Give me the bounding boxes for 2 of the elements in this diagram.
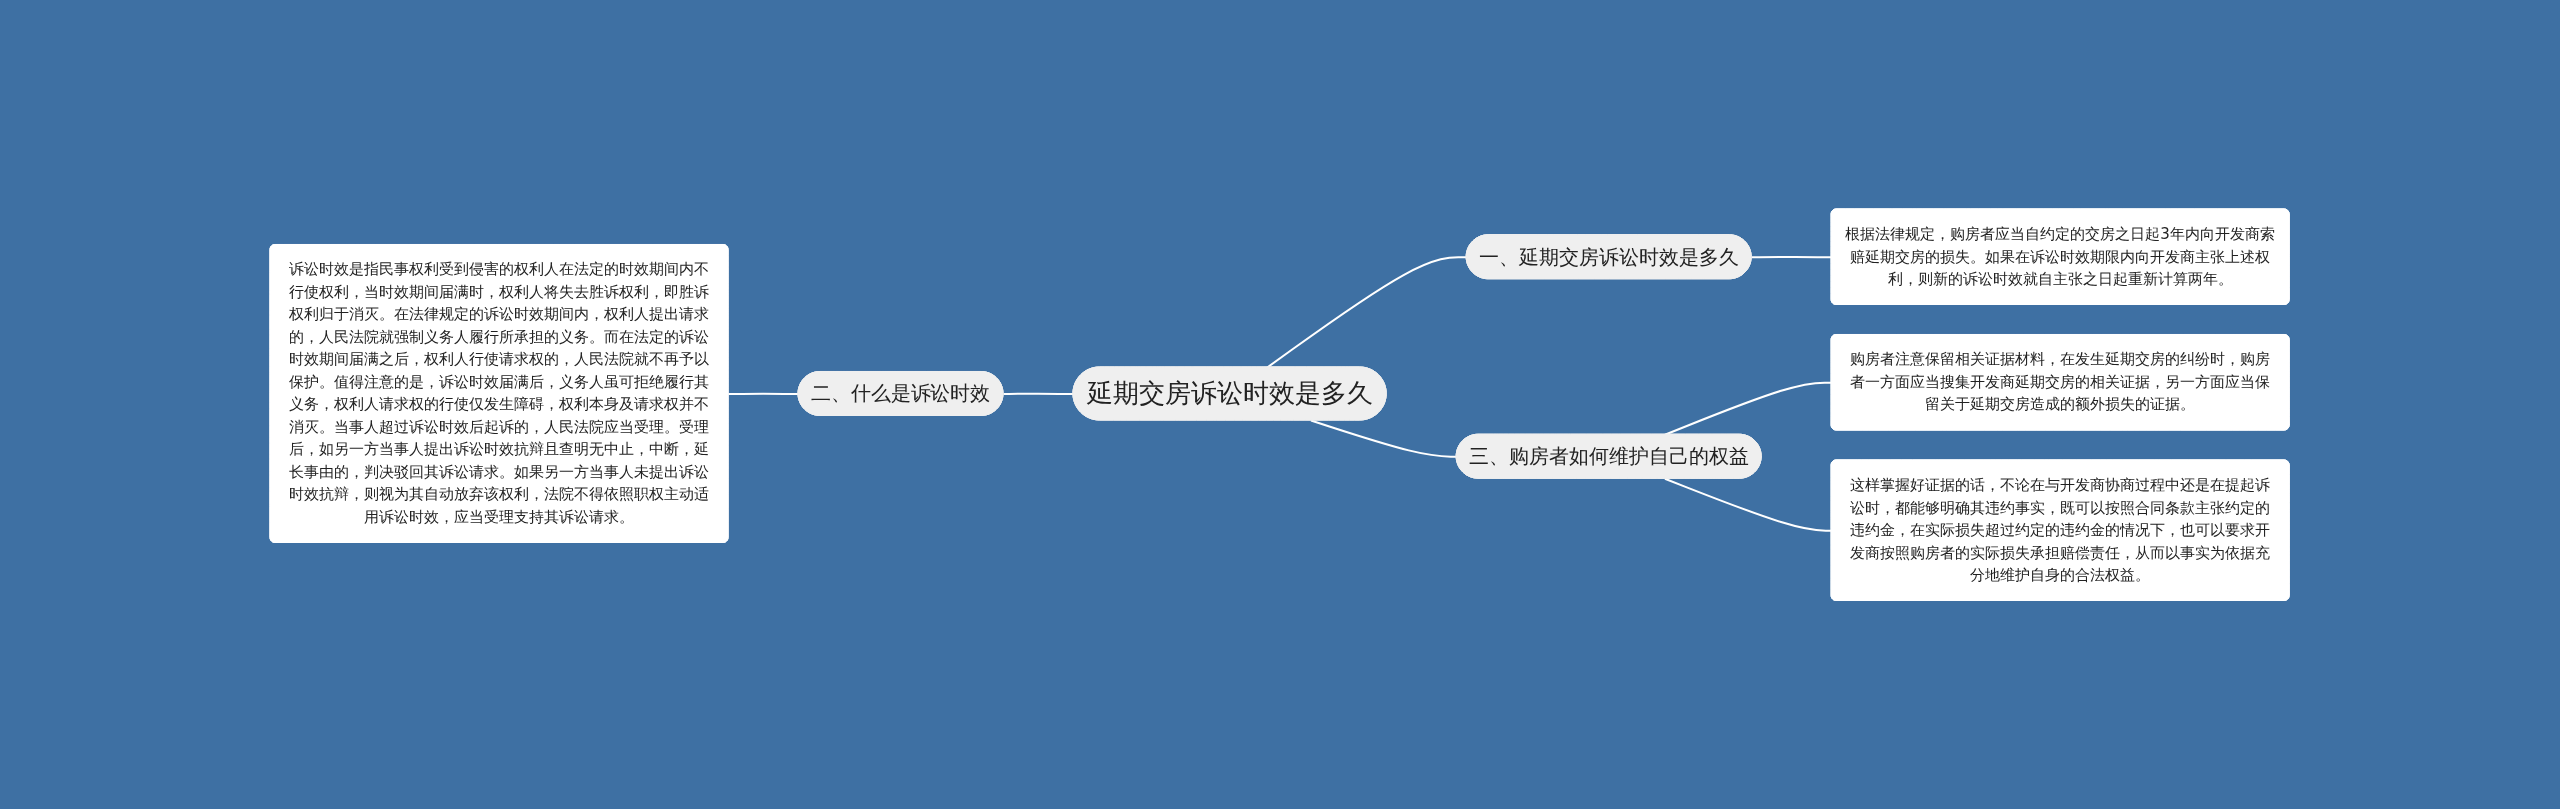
connector bbox=[1002, 392, 1075, 395]
connector bbox=[727, 392, 800, 395]
